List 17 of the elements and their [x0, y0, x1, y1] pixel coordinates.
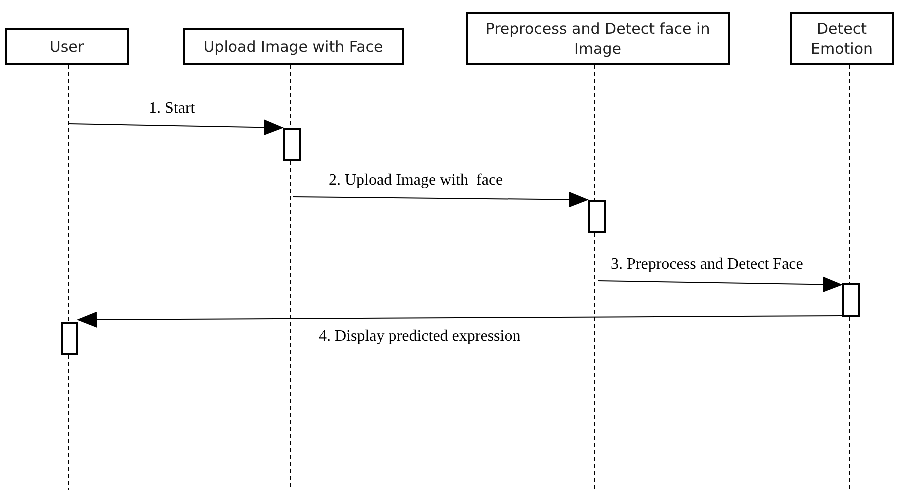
message-arrow: [598, 276, 843, 293]
message-arrow: [292, 192, 589, 208]
message-label: 2. Upload Image with face: [328, 172, 504, 190]
message-arrow: [68, 120, 284, 136]
activation-bar: [61, 322, 78, 355]
lifeline-header: Detect Emotion: [790, 12, 894, 65]
lifeline-header: User: [5, 28, 129, 65]
activation-bar: [842, 283, 860, 317]
message-arrow: [77, 312, 842, 328]
activation-bar: [588, 200, 606, 233]
message-label: 4. Display predicted expression: [318, 328, 522, 346]
lifeline: [68, 64, 70, 322]
lifeline: [594, 64, 596, 200]
lifeline-header: Upload Image with Face: [183, 28, 404, 65]
lifeline-header: Preprocess and Detect face in Image: [466, 12, 730, 65]
activation-bar: [283, 128, 301, 161]
message-label: 3. Preprocess and Detect Face: [610, 256, 804, 274]
